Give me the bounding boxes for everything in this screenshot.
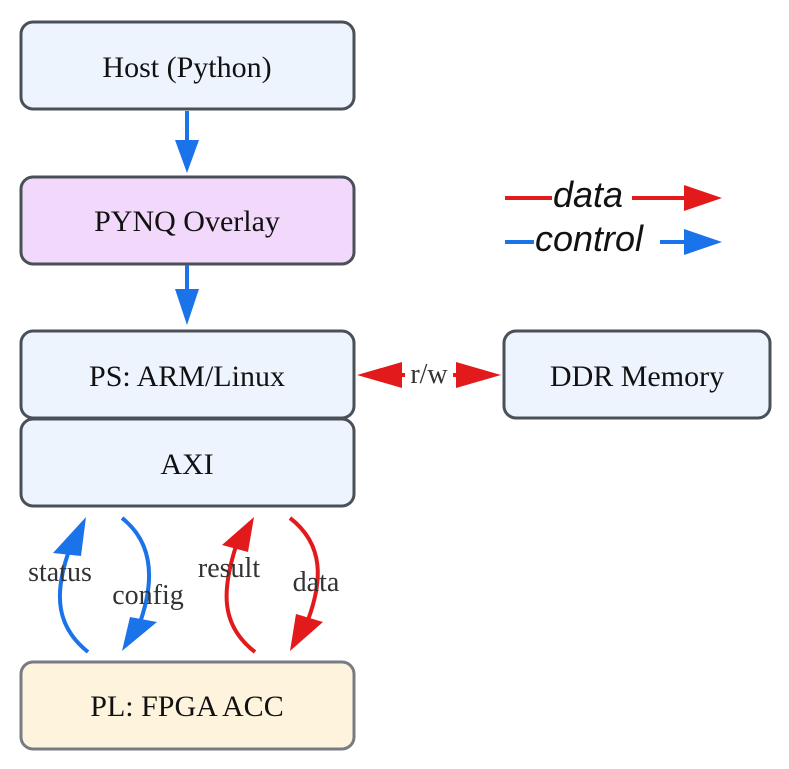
legend: data control xyxy=(505,174,722,259)
legend-item-data: data xyxy=(505,174,722,215)
arrowhead-up-icon xyxy=(222,517,254,552)
edge-status-label: status xyxy=(28,557,92,588)
node-pl-label: PL: FPGA ACC xyxy=(90,690,283,723)
arrowhead-right-icon xyxy=(684,229,722,255)
arrowhead-down-icon xyxy=(175,289,199,325)
node-ddr: DDR Memory xyxy=(502,329,772,420)
node-host-label: Host (Python) xyxy=(102,51,271,84)
edge-data-curve xyxy=(288,516,320,621)
edge-status-curve xyxy=(58,547,90,654)
edge-host-to-pynq xyxy=(175,111,199,173)
arrowhead-left-icon xyxy=(357,362,402,388)
node-ddr-box xyxy=(502,329,772,420)
node-ps: PS: ARM/Linux xyxy=(19,329,356,420)
edge-data: data xyxy=(288,516,340,651)
node-pynq-overlay: PYNQ Overlay xyxy=(19,175,356,266)
node-pl: PL: FPGA ACC xyxy=(19,660,356,751)
arrowhead-right-icon xyxy=(684,185,722,211)
edge-config-curve xyxy=(120,516,151,629)
edge-status: status xyxy=(28,517,92,654)
edge-config-label: config xyxy=(112,580,184,611)
node-ps-label: PS: ARM/Linux xyxy=(89,360,285,393)
node-pynq-box xyxy=(19,175,356,266)
edge-ps-ddr: r/w xyxy=(357,359,501,391)
node-host-box xyxy=(19,20,356,111)
edge-ps-ddr-label: r/w xyxy=(410,359,448,390)
edge-config: config xyxy=(112,516,184,651)
arrowhead-down-icon xyxy=(122,617,157,651)
node-ddr-label: DDR Memory xyxy=(550,360,724,393)
legend-control-label: control xyxy=(535,218,644,259)
node-axi-box xyxy=(19,417,356,508)
node-axi-label: AXI xyxy=(160,448,213,481)
node-host: Host (Python) xyxy=(19,20,356,111)
legend-item-control: control xyxy=(505,218,722,259)
node-axi: AXI xyxy=(19,417,356,508)
node-pl-box xyxy=(19,660,356,751)
edge-result-curve xyxy=(224,545,257,654)
arrowhead-right-icon xyxy=(456,362,501,388)
edge-pynq-to-ps xyxy=(175,265,199,325)
arrowhead-down-icon xyxy=(290,614,323,651)
edge-data-label: data xyxy=(293,567,340,598)
node-pynq-label: PYNQ Overlay xyxy=(94,205,280,238)
edge-result: result xyxy=(198,517,260,654)
legend-data-label: data xyxy=(553,174,623,215)
edge-result-label: result xyxy=(198,553,260,584)
arrowhead-down-icon xyxy=(175,140,199,173)
arrowhead-up-icon xyxy=(53,517,86,556)
edge-ps-ddr-label-bg xyxy=(405,359,453,391)
